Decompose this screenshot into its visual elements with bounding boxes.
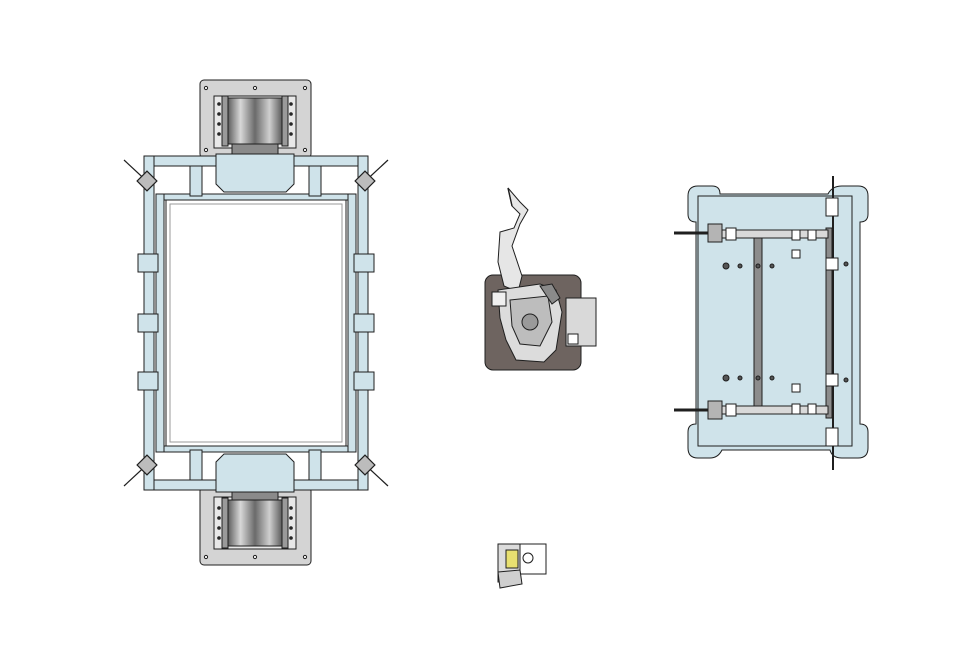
welding-robot: [484, 187, 597, 371]
small-positioner: [497, 543, 547, 589]
positioner-frame: [123, 79, 389, 566]
bottom-drive-unit: [199, 486, 312, 566]
fixture-table: [674, 176, 869, 470]
clamp-pin-icon: [674, 223, 737, 420]
top-drive-unit: [199, 79, 312, 159]
clamp-icon: [123, 159, 389, 487]
